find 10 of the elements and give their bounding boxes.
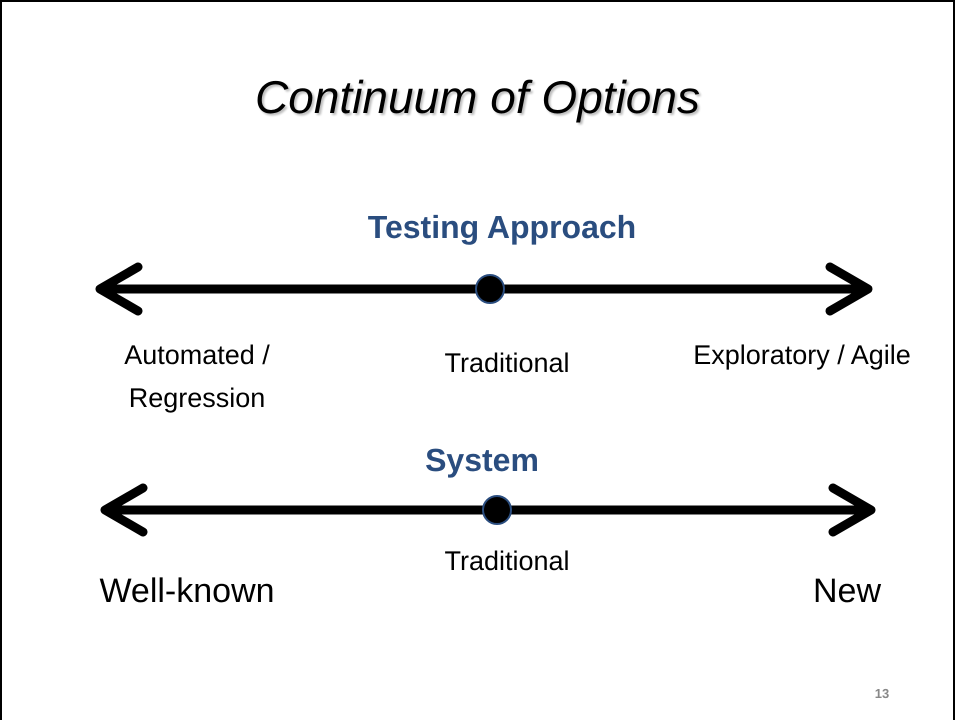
- midpoint-label: Traditional: [443, 347, 571, 380]
- slide-title: Continuum of Options: [254, 70, 701, 124]
- midpoint-label: Traditional: [443, 545, 571, 578]
- scale-heading: Testing Approach: [366, 208, 638, 247]
- page-number: 13: [874, 685, 890, 703]
- scale-end-label: Automated / Regression: [123, 339, 271, 416]
- scale-end-label: Well-known: [98, 571, 276, 612]
- scale-heading: System: [424, 441, 540, 480]
- scale-end-label: Exploratory / Agile: [692, 339, 912, 372]
- scale-end-label: New: [812, 571, 882, 612]
